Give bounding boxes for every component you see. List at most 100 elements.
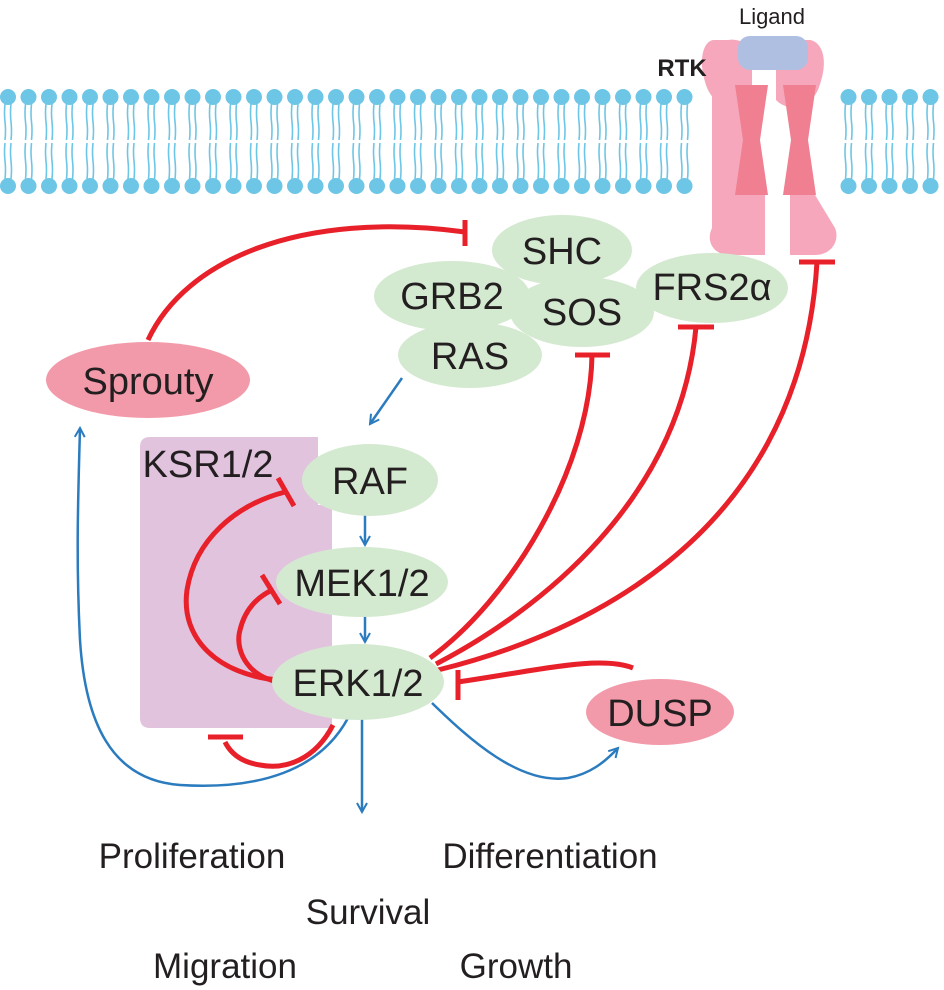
lipid-tail [132,142,136,180]
lipid-head [102,178,119,194]
lipid-tail [296,142,300,180]
lipid-tail [44,142,48,180]
mek-node [276,547,448,617]
lipid-tail [173,142,177,180]
ras-to-raf-arrow [370,377,404,424]
lipid-tail [495,142,499,180]
lipid-tail [604,142,607,180]
lipid-head [82,178,98,194]
lipid-head [307,178,324,194]
lipid-tail [378,103,382,141]
dusp-node [586,679,734,745]
lipid-head [164,178,180,194]
lipid-tail [932,103,935,141]
lipid-tail [639,103,642,141]
shc-node [492,215,632,285]
lipid-tail [926,103,929,141]
lipid-tail [440,103,443,141]
differentiation-label: Differentiation [442,837,657,876]
erk-inhibits-raf-line [183,489,286,683]
lipid-head [143,178,160,194]
grb2-label: GRB2 [400,276,503,318]
lipid-tail [598,142,601,180]
lipid-tail [147,142,150,180]
lipid-tail [864,142,868,180]
lipid-head [82,89,98,105]
lipid-tail [44,103,48,141]
lipid-head [656,89,672,105]
lipid-tail [255,103,259,141]
lipid-tail [372,103,376,141]
lipid-head [61,89,78,105]
lipid-head [533,89,549,105]
lipid-tail [331,103,335,141]
lipid-head [61,178,78,194]
lipid-tail [926,142,929,180]
lipid-head [430,89,447,105]
raf-node [302,444,438,516]
ksr-scaffold-box [140,437,332,728]
lipid-tail [516,103,519,141]
survival-label: Survival [306,893,430,932]
lipid-tail [296,103,300,141]
lipid-head [246,178,262,194]
lipid-tail [481,103,484,141]
lipid-head [492,178,508,194]
erk-inhibits-mek-line [236,587,279,685]
lipid-tail [9,103,13,141]
migration-label: Migration [153,947,297,986]
lipid-head [471,178,488,194]
lipid-tail [30,142,33,180]
lipid-tail [399,142,402,180]
lipid-head [266,89,283,105]
lipid-tail [850,142,853,180]
lipid-head [451,89,467,105]
erk-inhibits-mek-bar [259,573,283,606]
lipid-head [0,89,16,105]
lipid-head [492,89,508,105]
lipid-tail [276,142,279,180]
lipid-head [102,89,119,105]
lipid-head [164,89,180,105]
lipid-tail [891,142,894,180]
lipid-tail [71,103,74,141]
lipid-tail [434,142,437,180]
lipid-tail [317,103,320,141]
shc-label: SHC [522,231,602,273]
lipid-tail [932,142,935,180]
lipid-tail [583,142,587,180]
lipid-tail [188,103,191,141]
lipid-head [861,89,877,105]
lipid-tail [522,142,525,180]
lipid-tail [173,103,177,141]
lipid-tail [645,103,648,141]
lipid-tail [522,103,525,141]
activation-arrows [78,377,618,812]
lipid-tail [557,142,560,180]
rtk-receptor [701,39,837,255]
lipid-tail [495,103,499,141]
lipid-tail [3,103,7,141]
lipid-head [840,178,857,194]
lipid-tail [3,142,7,180]
lipid-tail [536,103,540,141]
lipid-tail [112,103,115,141]
lipid-tail [844,103,847,141]
lipid-tail [132,103,136,141]
lipid-tail [911,103,915,141]
ligand-label: Ligand [739,4,805,29]
lipid-tail [460,103,464,141]
lipid-head [369,178,385,194]
lipid-head [676,89,693,105]
lipid-tail [65,103,68,141]
lipid-tail [358,103,361,141]
lipid-head [184,89,201,105]
lipid-head [143,89,160,105]
lipid-tail [583,103,587,141]
lipid-tail [905,142,909,180]
lipid-tail [372,142,376,180]
lipid-tail [604,103,607,141]
lipid-tail [85,103,89,141]
lipid-tail [618,103,622,141]
